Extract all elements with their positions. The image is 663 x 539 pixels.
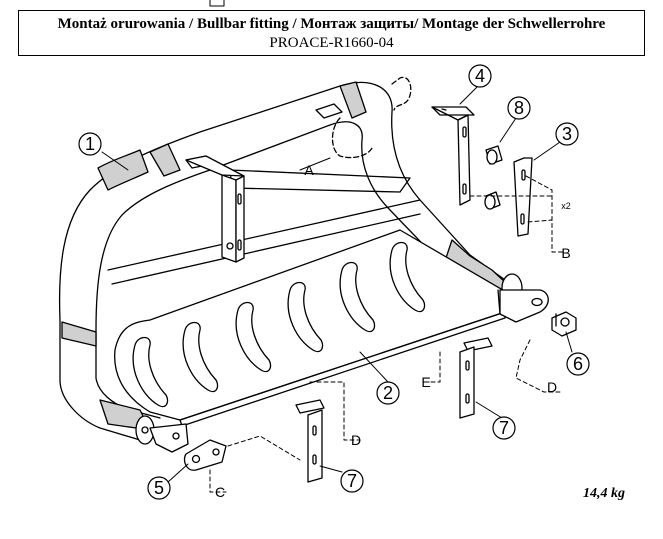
part-6-clip (551, 311, 577, 337)
callout-1-label: 1 (85, 134, 95, 154)
callout-3-label: 3 (562, 124, 572, 144)
callout-3 (555, 122, 579, 146)
ref-d-right: D (547, 379, 557, 395)
bullbar-main-tube (58, 81, 523, 445)
part-8-spacers (484, 145, 503, 210)
callout-7-left (340, 469, 364, 493)
callout-2-label: 2 (383, 383, 393, 403)
callout-4-label: 4 (475, 66, 485, 86)
callout-7-right (492, 416, 516, 440)
part-5-plate (183, 439, 227, 471)
callout-circles (78, 64, 590, 500)
part-7-bracket-right (459, 337, 493, 419)
quantity-note: x2 (561, 201, 571, 211)
callout-7-left-label: 7 (347, 471, 357, 491)
part-4-bracket (431, 106, 475, 206)
total-weight: 14,4 kg (583, 486, 625, 501)
ref-c: C (215, 484, 225, 500)
tube-top-bracket (185, 103, 343, 263)
ref-d-left: D (351, 432, 361, 448)
callout-5 (147, 476, 171, 500)
callout-2 (376, 381, 400, 405)
skid-plate (114, 229, 521, 427)
left-end-plate (149, 423, 189, 453)
part-7-bracket-left (295, 399, 325, 483)
ref-e: E (421, 374, 430, 390)
title-box: Montaż orurowania / Bullbar fitting / Мо… (18, 10, 645, 56)
callout-6 (566, 352, 590, 376)
callout-8 (507, 96, 531, 120)
callout-8-label: 8 (514, 98, 524, 118)
ref-a: A (304, 162, 314, 178)
callout-5-label: 5 (154, 478, 164, 498)
callout-1 (78, 132, 102, 156)
ref-b: B (561, 245, 570, 261)
model-code: PROACE-R1660-04 (269, 35, 394, 51)
right-end-plate (497, 289, 549, 323)
callout-6-label: 6 (573, 354, 583, 374)
callout-4 (468, 64, 492, 88)
callout-7-right-label: 7 (499, 418, 509, 438)
top-fragment (209, 0, 225, 7)
document-title: Montaż orurowania / Bullbar fitting / Мо… (57, 16, 606, 32)
part-3-plate (513, 157, 533, 237)
